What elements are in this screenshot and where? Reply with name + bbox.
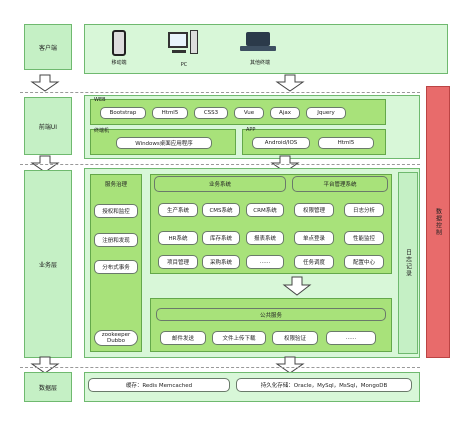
web-item: Ajax [270, 107, 300, 119]
biz-system-item: CMS系统 [202, 203, 240, 217]
service-gov-title: 服务治理 [96, 178, 136, 190]
mobile-label: 移动端 [111, 60, 127, 66]
arrow-down-icon [275, 356, 305, 374]
biz-system-item: 报表系统 [246, 231, 284, 245]
other-terminal-label: 其他终端 [249, 60, 270, 66]
separator [20, 164, 420, 165]
web-item: Vue [234, 107, 264, 119]
layer-business: 业务层 [24, 170, 72, 358]
terminal-title: 终端机 [94, 128, 110, 134]
biz-system-item: 生产系统 [158, 203, 198, 217]
public-service-item: ...... [326, 331, 376, 345]
arrow-down-icon [30, 74, 60, 92]
layer-data: 数据层 [24, 372, 72, 402]
web-title: WEB [94, 97, 106, 103]
pc-tower-icon [190, 30, 198, 54]
public-service-item: 权限验证 [272, 331, 318, 345]
service-gov-item: 注册和发现 [94, 233, 138, 247]
app-item: Android/IOS [252, 137, 310, 149]
service-gov-item: 授权和监控 [94, 204, 138, 218]
arrow-down-icon [30, 356, 60, 374]
layer-client-label: 客户端 [38, 44, 57, 52]
platform-item: 日志分析 [344, 203, 384, 217]
platform-item: 性能监控 [344, 231, 384, 245]
service-gov-item: 分布式事务 [94, 260, 138, 274]
app-item: Html5 [318, 137, 374, 149]
mobile-icon [112, 30, 126, 56]
biz-system-item: 项目管理 [158, 255, 198, 269]
laptop-base-icon [240, 46, 276, 51]
layer-data-label: 数据层 [38, 384, 57, 392]
service-gov-footer: zookeeper Dubbo [94, 330, 138, 346]
data-control: 数据控制 [426, 86, 450, 358]
platform-title: 平台管理系统 [292, 176, 388, 192]
pc-monitor-icon [168, 32, 188, 48]
public-service-item: 文件上传下载 [212, 331, 266, 345]
data-cache: 缓存：Redis Memcached [88, 378, 230, 392]
web-item: Html5 [152, 107, 188, 119]
platform-item: 单点登录 [294, 231, 334, 245]
web-item: Bootstrap [100, 107, 146, 119]
platform-item: 权限管理 [294, 203, 334, 217]
layer-client: 客户端 [24, 24, 72, 70]
biz-system-item: 采购系统 [202, 255, 240, 269]
pc-label: PC [180, 62, 188, 68]
biz-system-item: CRM系统 [246, 203, 284, 217]
web-item: Jquery [306, 107, 346, 119]
layer-frontend-label: 前端UI [38, 123, 58, 131]
platform-item: 任务调度 [294, 255, 334, 269]
arrow-down-icon [282, 276, 312, 296]
web-item: CSS3 [194, 107, 228, 119]
biz-system-item: ...... [246, 255, 284, 269]
layer-business-label: 业务层 [38, 261, 57, 269]
log-record: 日志记录 [398, 172, 418, 354]
separator [20, 367, 420, 368]
separator [20, 92, 420, 93]
arrow-down-icon [275, 74, 305, 92]
public-service-item: 邮件发送 [160, 331, 206, 345]
data-storage: 持久化存储：Oracle，MySql，MsSql，MongoDB [236, 378, 412, 392]
terminal-item: Windows桌面应用程序 [116, 137, 212, 149]
biz-system-title: 业务系统 [154, 176, 286, 192]
biz-system-item: HR系统 [158, 231, 198, 245]
biz-system-item: 库存系统 [202, 231, 240, 245]
laptop-screen-icon [246, 32, 270, 46]
public-service-title: 公共服务 [156, 308, 386, 321]
pc-stand-icon [172, 50, 186, 53]
platform-item: 配置中心 [344, 255, 384, 269]
app-title: APP [246, 127, 256, 133]
layer-frontend: 前端UI [24, 97, 72, 155]
